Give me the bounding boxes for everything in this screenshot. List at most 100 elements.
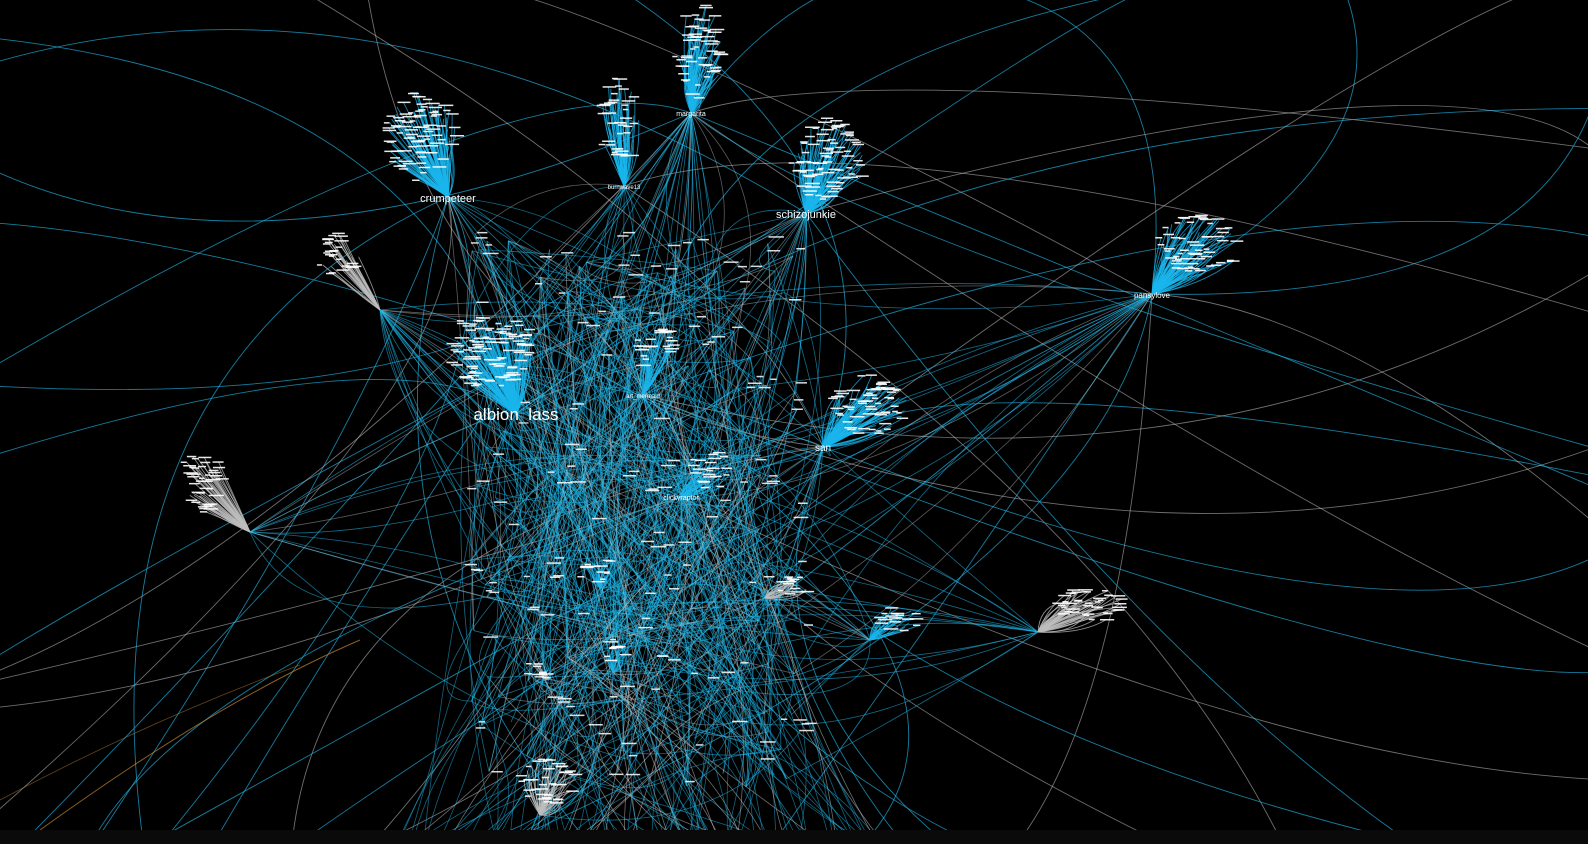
- core-edge: [249, 330, 735, 533]
- hub-label-clickyraptor[interactable]: clickyraptor: [663, 495, 699, 502]
- leaf-node-label: [203, 505, 213, 508]
- leaf-node-label: [878, 618, 893, 621]
- hub-label-margarita[interactable]: margarita: [676, 111, 706, 118]
- core-edge: [687, 573, 801, 844]
- leaf-node-label: [641, 540, 655, 543]
- fan-edge: [474, 361, 517, 415]
- leaf-node-label: [707, 467, 720, 469]
- core-edge: [379, 249, 550, 322]
- core-edge: [664, 563, 691, 844]
- leaf-node-label: [1198, 217, 1209, 220]
- hub-label-albion-lass[interactable]: albion_lass: [473, 405, 558, 424]
- fan-edge: [465, 359, 517, 415]
- hub-label-schizojunkie[interactable]: schizojunkie: [776, 209, 836, 221]
- core-edge: [447, 196, 680, 533]
- leaf-node-label: [667, 336, 673, 339]
- leaf-node-label: [1157, 244, 1165, 246]
- leaf-node-label: [1217, 231, 1229, 234]
- leaf-node-label: [696, 316, 706, 318]
- long-edge: [487, 212, 807, 844]
- leaf-node-label: [640, 355, 648, 357]
- long-edge: [1151, 293, 1588, 519]
- leaf-node-label: [467, 487, 477, 490]
- core-edge: [540, 277, 686, 844]
- leaf-node-label: [402, 115, 417, 118]
- leaf-node-label: [476, 320, 483, 322]
- core-edge: [483, 371, 858, 844]
- long-edge: [133, 196, 449, 844]
- long-edge: [822, 446, 1588, 591]
- leaf-node-label: [698, 63, 713, 66]
- leaf-node-label: [619, 653, 632, 656]
- leaf-node-label: [805, 135, 815, 138]
- leaf-node-label: [714, 51, 726, 53]
- hub-label-pansylove[interactable]: pansylove: [1134, 291, 1171, 300]
- core-edge: [423, 446, 487, 844]
- hub-label-crumpeteer[interactable]: crumpeteer: [420, 193, 476, 205]
- leaf-node-label: [555, 765, 567, 768]
- leaf-node-label: [205, 474, 211, 476]
- leaf-node-label: [843, 150, 852, 152]
- fan-edge: [442, 139, 449, 198]
- leaf-node-label: [834, 169, 844, 171]
- leaf-node-label: [732, 326, 743, 329]
- leaf-node-label: [525, 765, 532, 768]
- core-edge: [793, 293, 1153, 674]
- core-edge: [653, 647, 717, 844]
- leaf-node-label: [1104, 612, 1113, 615]
- leaf-node-label: [406, 133, 418, 136]
- leaf-node-label: [749, 581, 757, 584]
- core-edge: [533, 315, 721, 844]
- leaf-node-label: [1210, 264, 1222, 266]
- fan-edge: [683, 66, 692, 114]
- leaf-node-label: [192, 491, 205, 494]
- leaf-node-label: [700, 4, 712, 7]
- leaf-node-label: [685, 60, 698, 63]
- hub-label-san[interactable]: san: [815, 443, 831, 454]
- hub-label-art-mermaid[interactable]: art_mermaid: [626, 394, 660, 400]
- leaf-node-label: [884, 428, 891, 430]
- leaf-node-label: [484, 379, 494, 381]
- leaf-node-label: [483, 636, 499, 638]
- long-edge: [795, 446, 948, 844]
- fan-edge: [1037, 619, 1096, 633]
- leaf-node-label: [473, 383, 482, 385]
- leaf-node-label: [1155, 237, 1163, 239]
- fan-edge: [599, 573, 609, 589]
- leaf-node-label: [600, 578, 606, 580]
- leaf-node-label: [609, 647, 617, 649]
- leaf-node-label: [464, 382, 478, 384]
- leaf-node-label: [694, 18, 704, 20]
- leaf-node-label: [849, 398, 857, 401]
- core-edge: [474, 306, 636, 844]
- bottom-strip: [0, 830, 1588, 844]
- leaf-node-label: [418, 109, 426, 111]
- leaf-node-label: [781, 718, 788, 720]
- leaf-node-label: [414, 116, 422, 118]
- leaf-node-label: [555, 798, 562, 800]
- leaf-node-label: [519, 368, 528, 370]
- leaf-node-label: [895, 614, 904, 617]
- leaf-node-label: [830, 151, 844, 153]
- leaf-node-label: [624, 154, 639, 157]
- long-edge: [0, 196, 452, 810]
- leaf-node-label: [324, 241, 333, 244]
- fan-edge: [1151, 264, 1218, 295]
- core-edge: [249, 531, 488, 609]
- leaf-node-label: [432, 166, 447, 168]
- core-edge: [544, 112, 692, 583]
- leaf-node-label: [514, 359, 528, 362]
- fan-edge: [330, 266, 381, 311]
- fan-edge: [585, 567, 601, 589]
- leaf-node-label: [843, 176, 858, 179]
- hub-label-burnwave13[interactable]: burnwave13: [608, 185, 641, 191]
- leaf-node-label: [709, 67, 719, 69]
- leaf-node-label: [865, 374, 877, 376]
- leaf-node-label: [323, 252, 331, 254]
- leaf-node-label: [408, 92, 419, 95]
- leaf-node-label: [408, 112, 414, 114]
- leaf-node-label: [620, 122, 627, 124]
- long-edge: [690, 112, 1588, 486]
- leaf-node-label: [1172, 260, 1182, 262]
